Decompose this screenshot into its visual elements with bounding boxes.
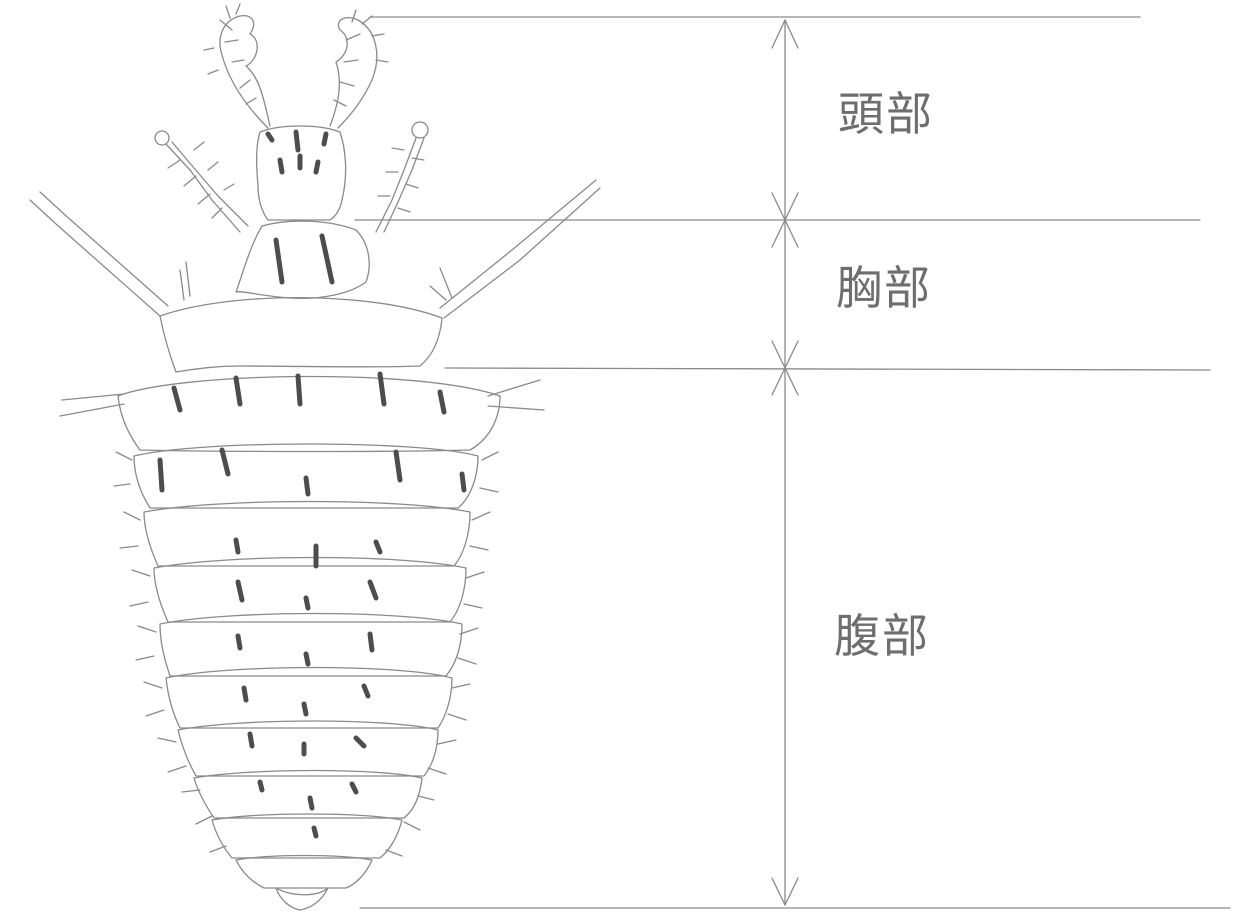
short-antennae [155, 122, 428, 232]
antlion-larva [30, 4, 600, 910]
mandibles [204, 4, 388, 128]
label-head: 頭部 [838, 78, 934, 144]
pronotum [236, 221, 369, 298]
label-abdomen: 腹部 [834, 600, 930, 666]
bristles [114, 262, 498, 856]
dimension-arrows [772, 20, 798, 905]
thorax-abdomen-guide-line [445, 368, 1210, 370]
abdomen-segments [118, 376, 500, 910]
label-thorax: 胸部 [836, 252, 932, 318]
mesothorax [160, 298, 442, 372]
dark-markings [160, 132, 464, 836]
